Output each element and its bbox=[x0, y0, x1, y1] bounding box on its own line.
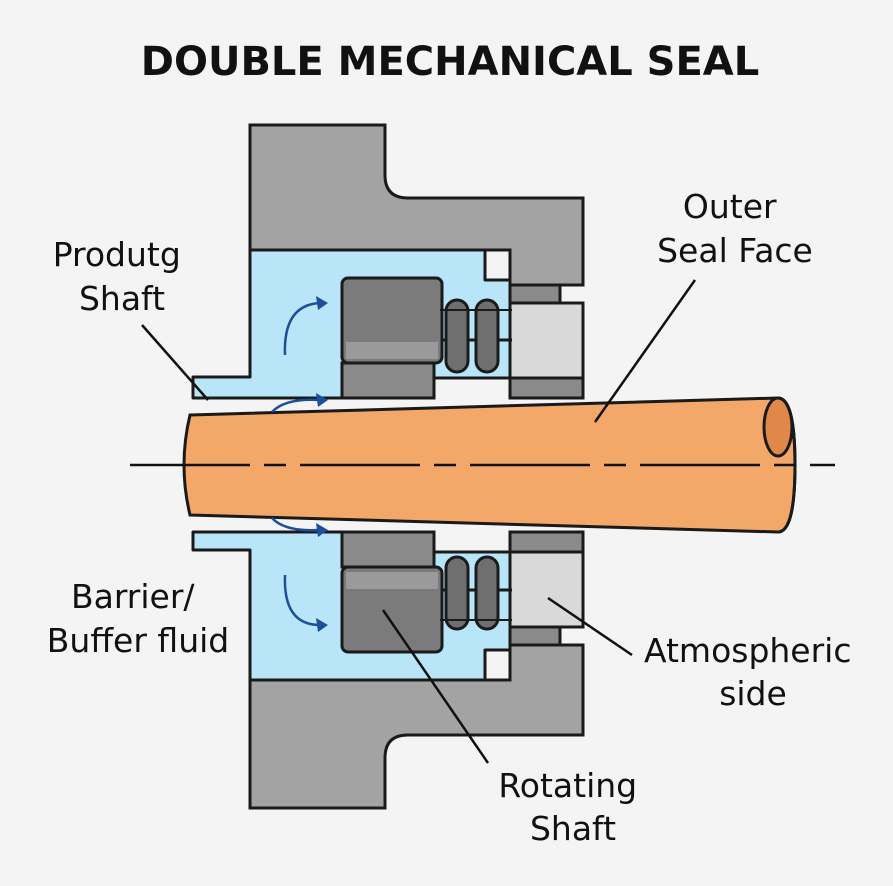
label-rotating-shaft: Rotating Shaft bbox=[498, 766, 647, 848]
outer-seal-face-top bbox=[508, 301, 585, 380]
flow-arrow-lower-outer bbox=[283, 574, 328, 632]
label-product-shaft: Produtg Shaft bbox=[53, 235, 192, 318]
leader-rotating-shaft bbox=[381, 609, 490, 764]
spring-top bbox=[440, 298, 512, 374]
inner-seal-seat-bottom bbox=[340, 530, 436, 569]
label-outer-seal-face: Outer Seal Face bbox=[657, 187, 813, 270]
leader-product-shaft bbox=[141, 324, 209, 401]
flow-arrow-upper-outer bbox=[283, 296, 328, 356]
label-barrier-fluid: Barrier/ Buffer fluid bbox=[47, 577, 229, 660]
leader-atmospheric-side bbox=[547, 596, 633, 657]
leader-outer-seal-face bbox=[593, 279, 697, 423]
label-atmospheric-side: Atmospheric side bbox=[644, 631, 862, 713]
diagram-title: DOUBLE MECHANICAL SEAL bbox=[141, 39, 760, 85]
flow-arrow-upper-inner bbox=[271, 393, 328, 413]
spring-bottom bbox=[440, 555, 512, 631]
flow-arrow-lower-inner bbox=[271, 517, 328, 537]
housing-bottom bbox=[248, 643, 585, 810]
inner-seal-seat-top bbox=[340, 361, 436, 400]
